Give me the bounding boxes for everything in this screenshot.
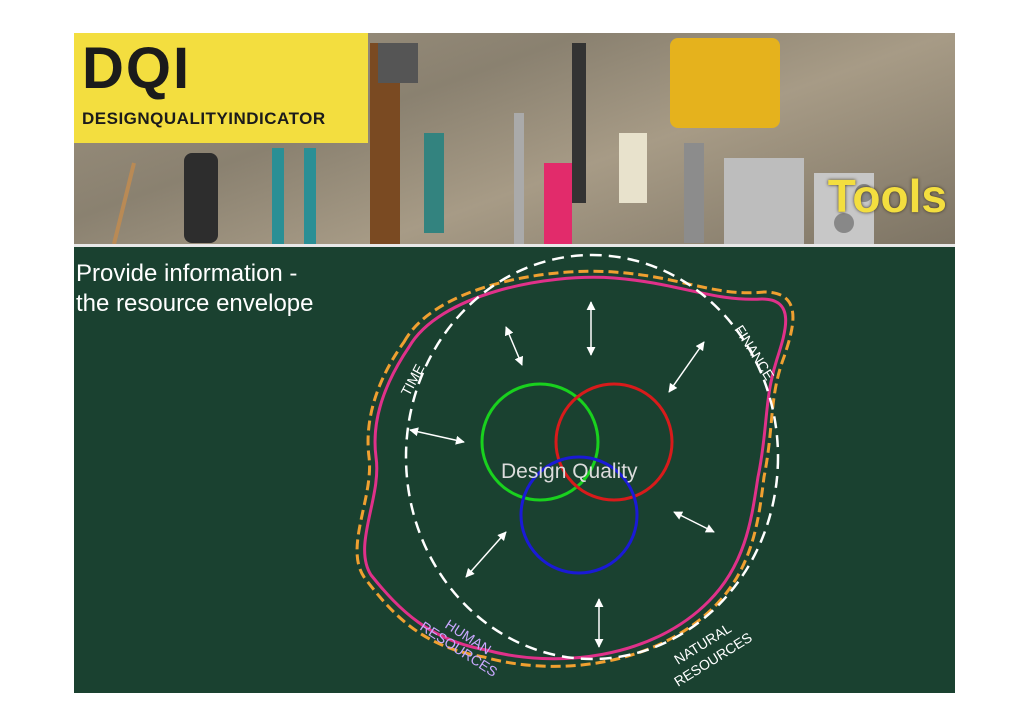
double-arrow-icon [409,427,465,445]
envelope-dashed [404,253,780,661]
double-arrow-icon [673,511,715,533]
label-finance: FINANCE [731,322,777,383]
resource-envelope-diagram: Design Quality TIME FINANCE HUMAN RESOUR… [355,253,795,690]
diagram-board: Provide information - the resource envel… [74,247,955,693]
divider [74,244,955,247]
double-arrow-icon [668,341,705,393]
venn-circle-blue [519,455,639,575]
venn-circle-red [554,382,674,502]
tools-photo-banner: DQI DESIGNQUALITYINDICATOR Tools [74,33,955,244]
slide: DQI DESIGNQUALITYINDICATOR Tools Provide… [74,33,955,693]
label-time: TIME [398,361,428,398]
envelope-magenta [363,275,788,661]
envelope-orange [355,269,795,668]
tools-photo [112,38,874,244]
section-title: Tools [827,170,947,222]
slide-subtitle: Provide information - the resource envel… [76,260,314,317]
logo-title: DQI [82,36,192,101]
logo-subtitle: DESIGNQUALITYINDICATOR [82,109,326,128]
double-arrow-icon [465,531,507,578]
dqi-logo: DQI DESIGNQUALITYINDICATOR [74,33,368,143]
center-label: Design Quality [501,460,638,483]
venn-circle-green [480,382,600,502]
double-arrow-icon [504,326,524,366]
